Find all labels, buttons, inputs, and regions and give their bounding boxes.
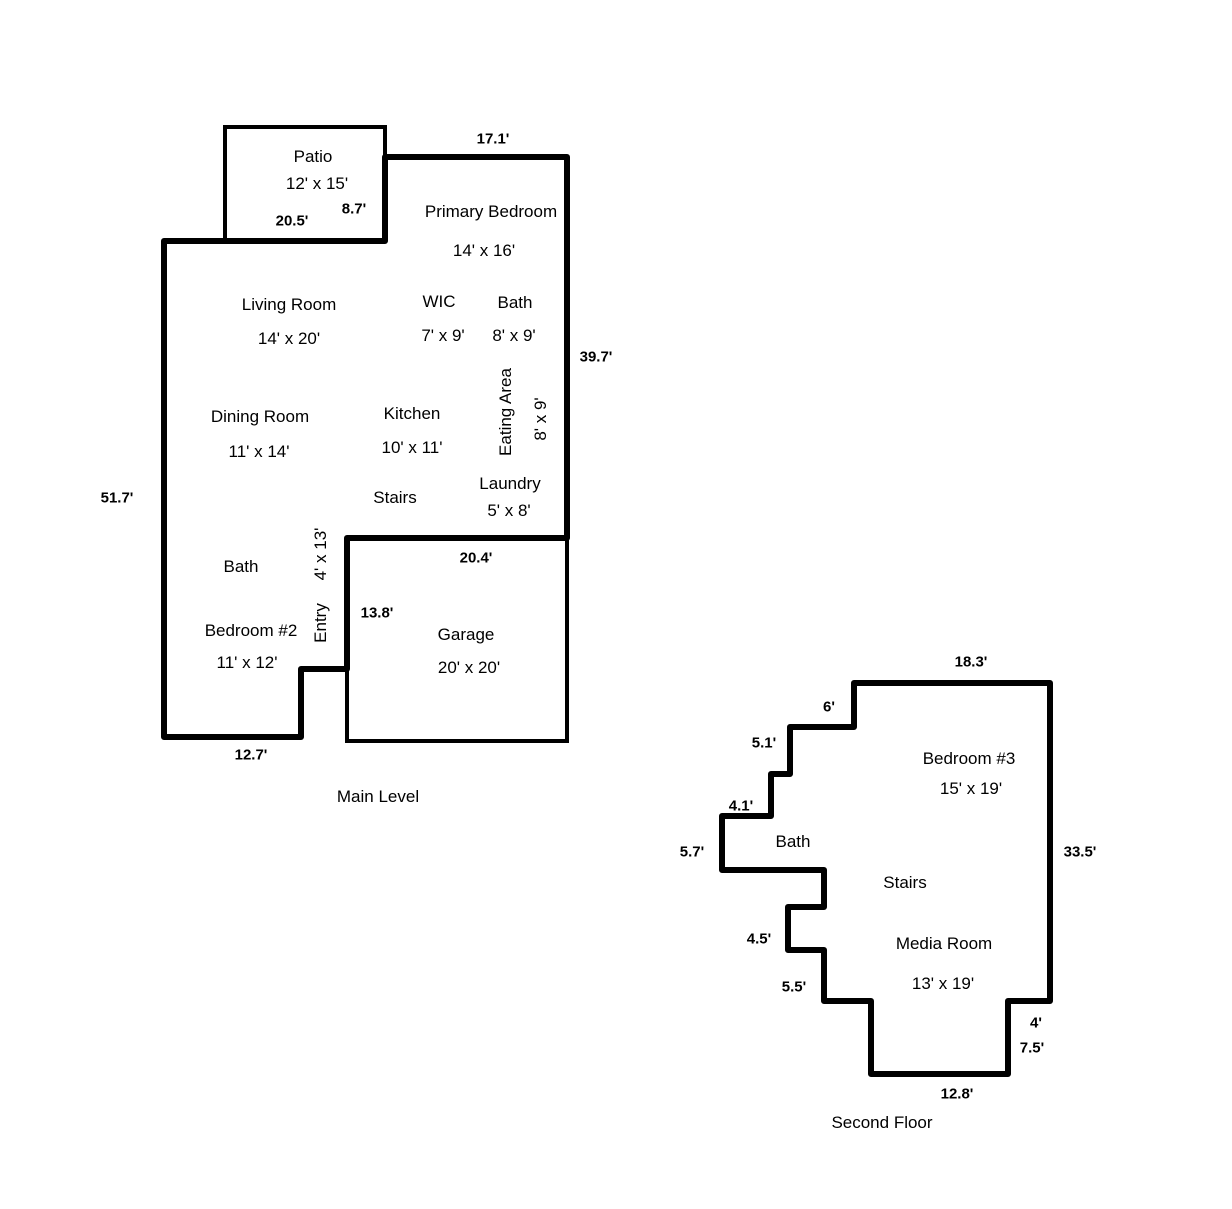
bedroom3-label: Bedroom #3 (922, 749, 1016, 768)
second-bath-label: Bath (775, 832, 811, 851)
dimension-label: 12.7' (234, 746, 268, 764)
dimension-label: 5.1' (751, 734, 777, 752)
dimension-label: 5.5' (781, 978, 807, 996)
laundry-size: 5' x 8' (487, 501, 531, 520)
dimension-label: 5.7' (679, 843, 705, 861)
dimension-label: 13.8' (360, 604, 394, 622)
dimension-label: 6' (823, 698, 835, 716)
dimension-label: 20.5' (275, 212, 309, 230)
dimension-label: 4.5' (746, 930, 772, 948)
dimension-label: 39.7' (579, 348, 613, 366)
media-room-label: Media Room (895, 934, 993, 953)
bedroom2-size: 11' x 12' (216, 653, 278, 672)
wic-size: 7' x 9' (421, 326, 465, 345)
dimension-label: 12.8' (940, 1085, 974, 1103)
entry-size: 4' x 13' (311, 527, 330, 581)
garage-label: Garage (437, 625, 495, 644)
laundry-label: Laundry (479, 474, 541, 493)
patio-label: Patio (293, 147, 333, 166)
dimension-label: 4' (1030, 1014, 1042, 1032)
garage-outline (345, 536, 569, 743)
dimension-label: 18.3' (954, 653, 988, 671)
eating-area-label: Eating Area (496, 368, 515, 456)
primary-bath-size: 8' x 9' (492, 326, 536, 345)
bedroom3-size: 15' x 19' (939, 779, 1003, 798)
primary-bedroom-size: 14' x 16' (452, 241, 516, 260)
bedroom2-label: Bedroom #2 (204, 621, 298, 640)
living-room-size: 14' x 20' (257, 329, 321, 348)
kitchen-label: Kitchen (383, 404, 441, 423)
living-room-label: Living Room (241, 295, 337, 314)
eating-area-size: 8' x 9' (531, 397, 550, 441)
wic-label: WIC (422, 292, 456, 311)
dimension-label: 33.5' (1063, 843, 1097, 861)
dimension-label: 4.1' (728, 797, 754, 815)
kitchen-size: 10' x 11' (381, 438, 443, 457)
second-floor-title: Second Floor (831, 1113, 933, 1132)
second-floor-outline (719, 680, 1053, 1077)
stairs-label: Stairs (373, 488, 417, 507)
main-level-title: Main Level (336, 787, 420, 806)
bath-label: Bath (223, 557, 259, 576)
media-room-size: 13' x 19' (911, 974, 975, 993)
dimension-label: 17.1' (476, 130, 510, 148)
dimension-label: 20.4' (459, 549, 493, 567)
primary-bath-label: Bath (497, 293, 533, 312)
entry-label: Entry (311, 603, 330, 643)
dining-room-size: 11' x 14' (228, 442, 290, 461)
dimension-label: 51.7' (100, 489, 134, 507)
dining-room-label: Dining Room (210, 407, 310, 426)
primary-bedroom-label: Primary Bedroom (424, 202, 558, 221)
dimension-label: 8.7' (341, 200, 367, 218)
dimension-label: 7.5' (1019, 1039, 1045, 1057)
garage-size: 20' x 20' (437, 658, 501, 677)
second-stairs-label: Stairs (883, 873, 927, 892)
patio-size: 12' x 15' (285, 174, 349, 193)
